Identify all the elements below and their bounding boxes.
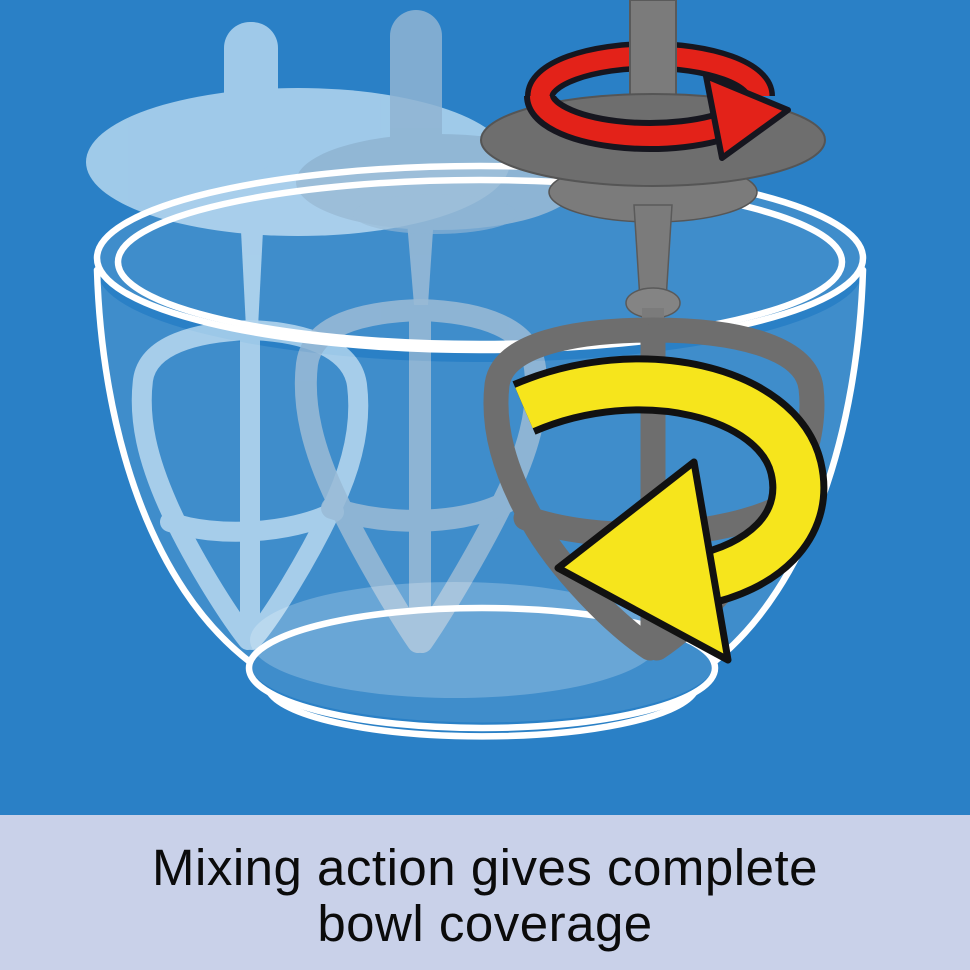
- ghost-shield-middle-outline: [294, 299, 548, 653]
- caption-band: [0, 815, 970, 970]
- rotation-arrow-bowl: [512, 355, 828, 609]
- red-arrow-front-band: [530, 94, 743, 146]
- ghost-shaft-left: [224, 22, 278, 172]
- bowl-side-left: [93, 266, 254, 666]
- bowl-outline: [93, 162, 867, 740]
- caption-line-1: Mixing action gives complete: [152, 839, 818, 896]
- bowl-foot: [266, 689, 698, 740]
- ghost-shield-middle-crossbar: [321, 489, 521, 532]
- rotation-arrow-top: [524, 94, 745, 152]
- beater-stem: [633, 204, 673, 301]
- bowl-rim-outer: [93, 162, 867, 354]
- yellow-arrow-band: [515, 362, 821, 602]
- caption-line-2: bowl coverage: [317, 895, 652, 952]
- ghost-shaft-middle: [390, 10, 442, 188]
- bowl-rim-inner: [114, 176, 846, 348]
- red-arrowhead: [703, 73, 791, 161]
- ghost-stem-left: [238, 172, 266, 328]
- bowl-base-upper: [245, 604, 719, 732]
- yellow-arrowhead: [554, 458, 732, 664]
- ghost-shield-middle: [294, 299, 548, 653]
- ghost-hub-middle: [353, 194, 517, 234]
- ghost-shield-left-crossbar: [160, 502, 344, 542]
